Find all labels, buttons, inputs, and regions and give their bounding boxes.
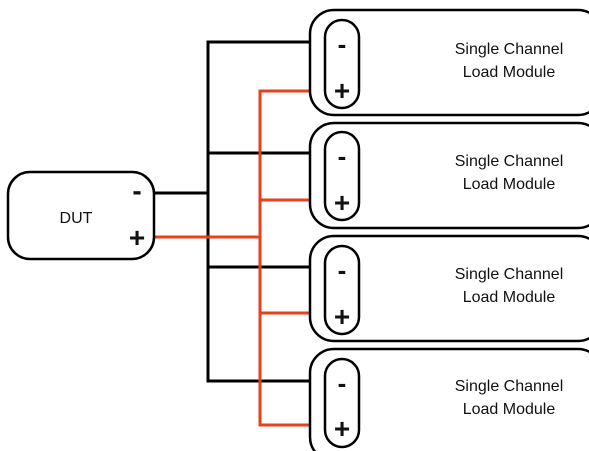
dut-plus-sign: +: [129, 222, 145, 253]
module-minus-sign: -: [338, 368, 347, 398]
module-minus-sign: -: [338, 255, 347, 285]
module-label-line1: Single Channel: [455, 378, 564, 395]
load-module-box: [308, 121, 589, 230]
module-label-line2: Load Module: [463, 289, 556, 306]
load-module-3: - + Single Channel Load Module: [308, 234, 589, 343]
module-label-line1: Single Channel: [455, 41, 564, 58]
terminal-capsule: [323, 18, 361, 110]
load-module-1: - + Single Channel Load Module: [308, 8, 589, 117]
terminal-capsule: [323, 357, 361, 449]
module-plus-sign: +: [334, 187, 350, 218]
module-minus-sign: -: [338, 141, 347, 171]
module-label-line2: Load Module: [463, 64, 556, 81]
module-plus-sign: +: [334, 75, 350, 106]
dut-box: [6, 170, 156, 261]
module-plus-sign: +: [334, 301, 350, 332]
module-label-line2: Load Module: [463, 176, 556, 193]
module-plus-sign: +: [334, 413, 350, 444]
module-label-line1: Single Channel: [455, 266, 564, 283]
module-label-line2: Load Module: [463, 401, 556, 418]
load-module-box: [308, 234, 589, 343]
terminal-capsule: [323, 130, 361, 222]
wiring: [152, 40, 332, 427]
load-module-4: - + Single Channel Load Module: [308, 347, 589, 451]
terminal-capsule: [323, 244, 361, 336]
module-minus-sign: -: [338, 29, 347, 59]
load-module-2: - + Single Channel Load Module: [308, 121, 589, 230]
dut-label: DUT: [60, 210, 93, 227]
module-label-line1: Single Channel: [455, 153, 564, 170]
load-module-box: [308, 347, 589, 451]
load-module-box: [308, 8, 589, 117]
dut-block: DUT - +: [6, 170, 156, 261]
dut-minus-sign: -: [132, 175, 141, 206]
